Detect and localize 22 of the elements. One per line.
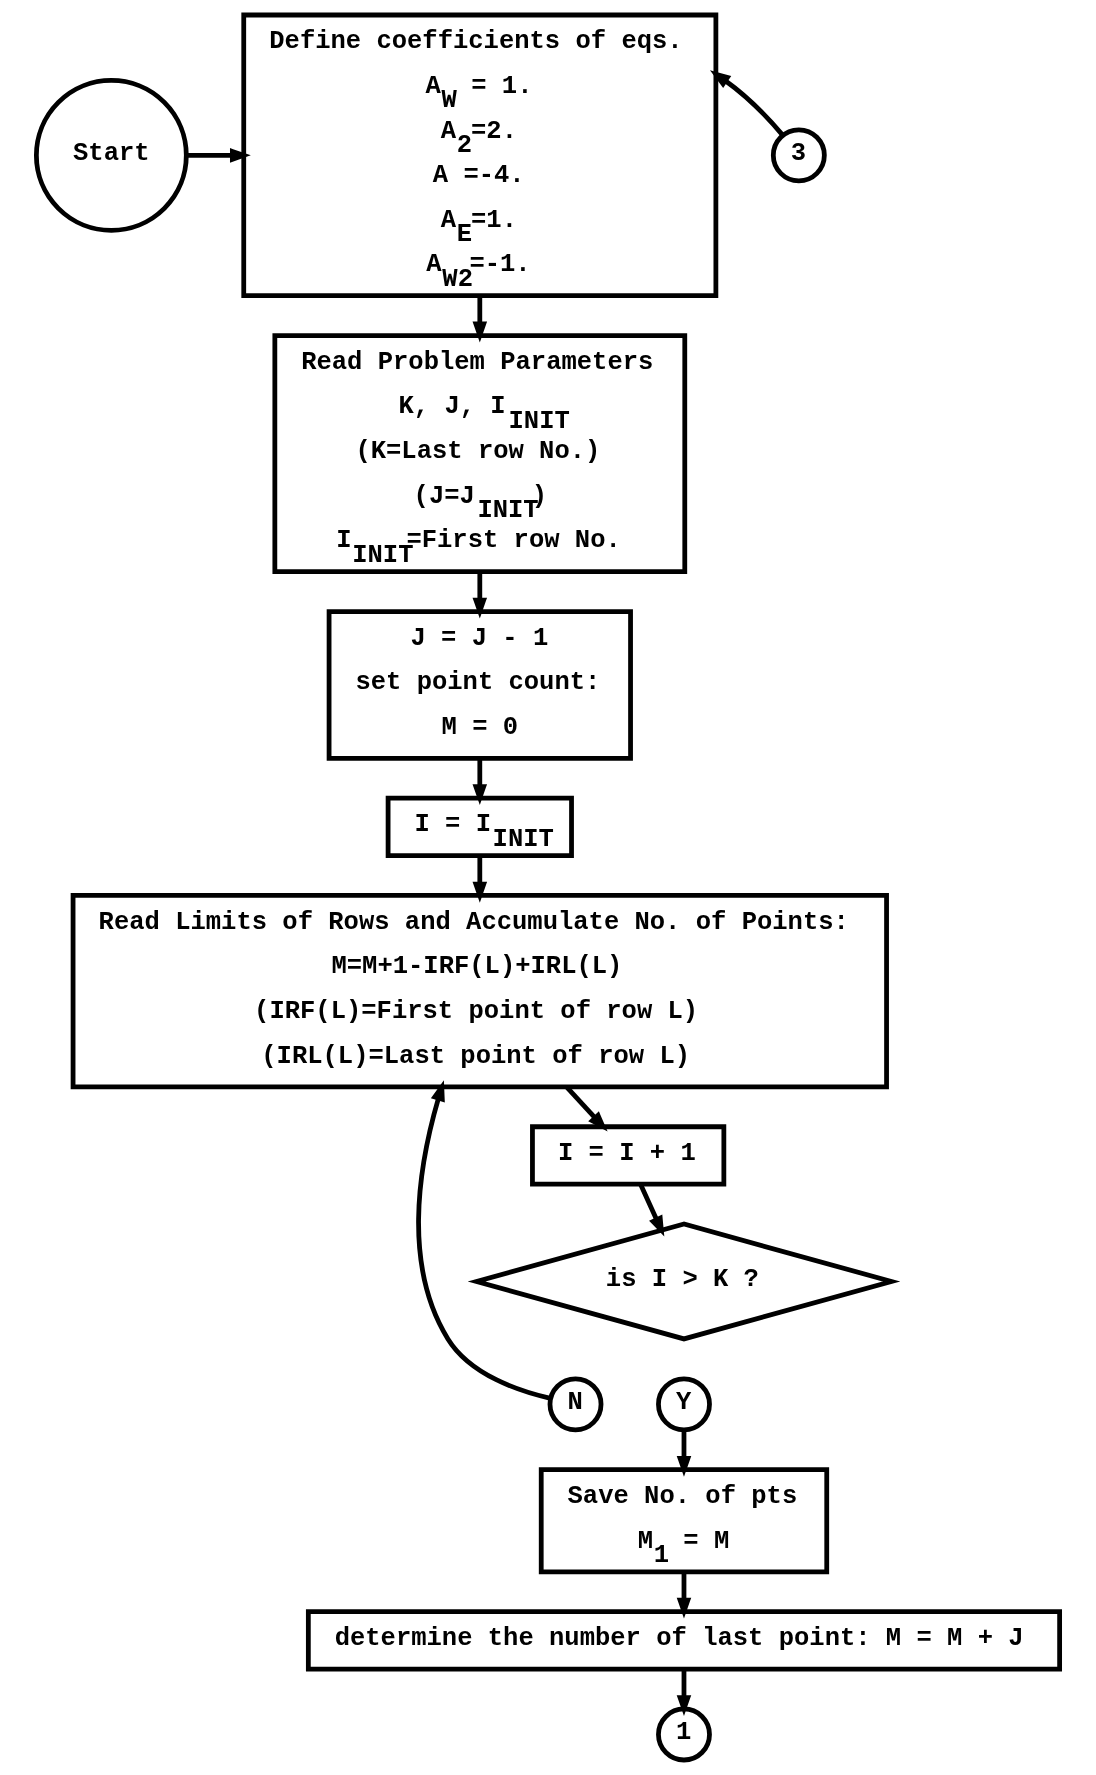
arrow bbox=[709, 70, 785, 137]
arrow bbox=[638, 1183, 665, 1237]
node-circle: Y bbox=[656, 1376, 712, 1433]
arrow bbox=[472, 571, 488, 619]
arrow bbox=[676, 1669, 692, 1716]
node-box: determine the number of last point: M = M + J bbox=[305, 1609, 1062, 1672]
node-box: J = J - 1 set point count: M = 0 bbox=[326, 609, 633, 761]
arrow bbox=[472, 295, 488, 343]
arrow bbox=[676, 1429, 692, 1477]
arrow bbox=[416, 1080, 552, 1401]
node-circle: 1 bbox=[656, 1706, 712, 1763]
node-diamond: is I > K ? bbox=[467, 1221, 901, 1342]
arrow bbox=[472, 855, 488, 903]
arrow bbox=[564, 1085, 608, 1132]
node-circle: N bbox=[547, 1376, 604, 1433]
node-box: I = I + 1 bbox=[530, 1124, 727, 1187]
arrow bbox=[472, 758, 488, 805]
node-circle: 3 bbox=[770, 127, 827, 184]
arrow bbox=[676, 1572, 692, 1619]
arrow bbox=[186, 148, 251, 163]
node-box: Read Limits of Rows and Accumulate No. of Points: M=M+1-IRF(L)+IRL(L) (IRF(L)=First point of row L) (IRL(L)=Last point of row L) bbox=[70, 893, 889, 1090]
node-circle: Start bbox=[34, 78, 189, 233]
